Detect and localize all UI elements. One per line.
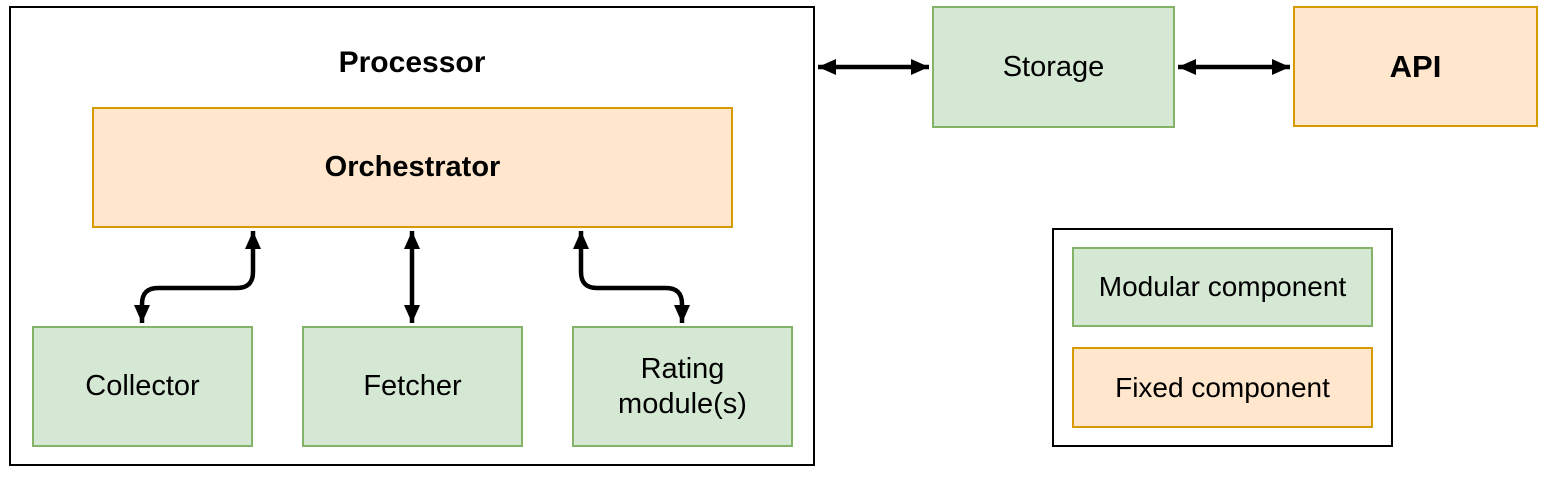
- api-node: API: [1293, 6, 1538, 127]
- legend-fixed-label: Fixed component: [1115, 371, 1330, 403]
- processor-title: Processor: [338, 46, 486, 79]
- collector-label: Collector: [85, 370, 200, 403]
- api-label: API: [1389, 48, 1442, 84]
- fetcher-node: Fetcher: [302, 326, 523, 447]
- orchestrator-node: Orchestrator: [92, 107, 733, 228]
- legend-modular-component: Modular component: [1072, 247, 1373, 327]
- storage-label: Storage: [1002, 50, 1105, 83]
- legend-modular-label: Modular component: [1098, 271, 1347, 303]
- rating-module-node: Rating module(s): [572, 326, 793, 447]
- orchestrator-label: Orchestrator: [324, 151, 501, 184]
- rating-module-label: Rating module(s): [618, 352, 747, 420]
- storage-node: Storage: [932, 6, 1175, 128]
- fetcher-label: Fetcher: [363, 370, 462, 403]
- legend-fixed-component: Fixed component: [1072, 347, 1373, 428]
- collector-node: Collector: [32, 326, 253, 447]
